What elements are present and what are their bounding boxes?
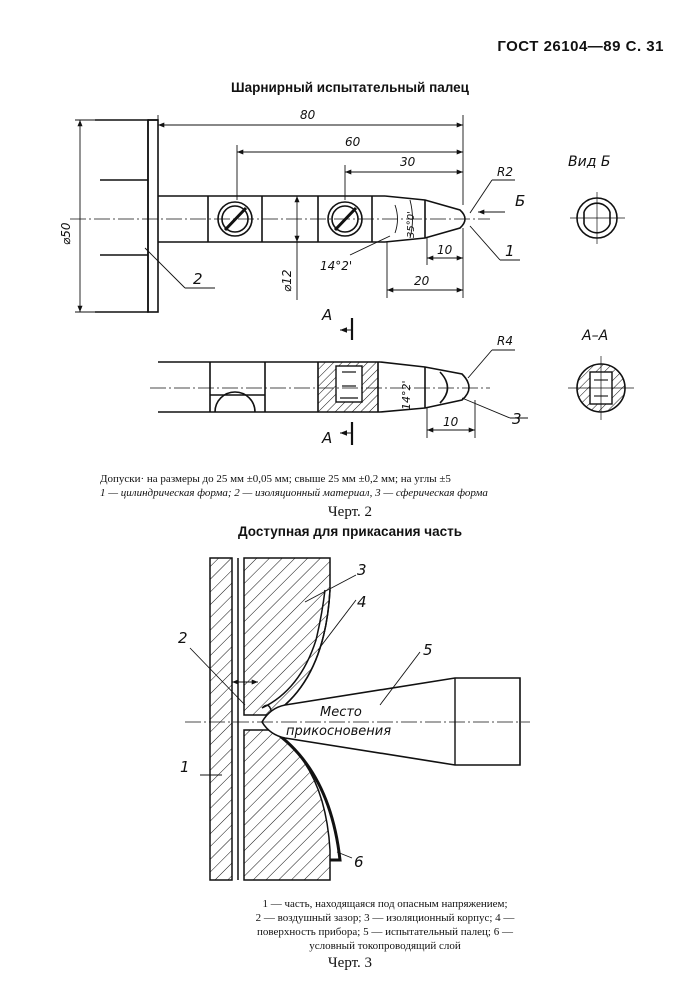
dim-phi50: ⌀50 <box>59 222 73 245</box>
fig3-label-2: 2 <box>178 629 188 647</box>
section-aa-title: A–A <box>581 328 608 344</box>
dim-10-section: 10 <box>443 415 459 429</box>
view-b-title: Вид Б <box>568 154 610 170</box>
dim-angle-35: 35°0' <box>406 211 417 238</box>
section-mark-a-bottom: A <box>321 429 332 447</box>
contact-point-label-2: прикосновения <box>286 724 391 739</box>
dim-angle-14-section: 14°2' <box>400 380 413 410</box>
dim-angle-14: 14°2' <box>320 259 352 273</box>
figure-3-legend-line-1: 1 — часть, находящаяся под опасным напря… <box>262 898 508 910</box>
figure-3-legend-line-4: условный токопроводящий слой <box>309 940 461 952</box>
dim-80: 80 <box>300 108 316 122</box>
section-mark-a-top: A <box>321 306 332 324</box>
figure-3-caption: Черт. 3 <box>327 955 373 971</box>
figure-2-title: Шарнирный испытательный палец <box>231 80 469 95</box>
figure-3-legend-line-3: поверхность прибора; 5 — испытательный п… <box>257 926 513 938</box>
dim-60: 60 <box>345 135 361 149</box>
fig3-label-5: 5 <box>423 641 433 659</box>
arrow-b-label: Б <box>515 192 525 210</box>
label-2: 2 <box>193 270 203 288</box>
tolerance-note: Допуски· на размеры до 25 мм ±0,05 мм; с… <box>100 473 451 485</box>
figure-3-legend-line-2: 2 — воздушный зазор; 3 — изоляционный ко… <box>255 912 515 924</box>
dim-10: 10 <box>437 243 453 257</box>
figure-3-title: Доступная для прикасания часть <box>237 524 463 539</box>
dim-30: 30 <box>400 155 416 169</box>
fig3-label-4: 4 <box>357 593 367 611</box>
fig3-label-3: 3 <box>357 561 367 579</box>
dim-20: 20 <box>414 274 430 288</box>
contact-point-label-1: Место <box>320 705 362 720</box>
fig3-label-6: 6 <box>354 853 364 871</box>
standard-header: ГОСТ 26104—89 С. 31 <box>497 38 664 55</box>
label-1: 1 <box>505 242 515 260</box>
figure-2-legend: 1 — цилиндрическая форма; 2 — изоляционн… <box>100 487 488 499</box>
dim-phi12: ⌀12 <box>280 270 294 293</box>
fig3-label-1: 1 <box>180 758 190 776</box>
figure-2-drawing: 80 60 30 R2 Б ⌀50 ⌀12 35°0' 14°2' 10 20 … <box>59 108 634 447</box>
dim-r2: R2 <box>497 165 513 179</box>
label-3: 3 <box>512 410 522 428</box>
figure-2-caption: Черт. 2 <box>327 504 373 520</box>
dim-r4: R4 <box>497 334 513 348</box>
